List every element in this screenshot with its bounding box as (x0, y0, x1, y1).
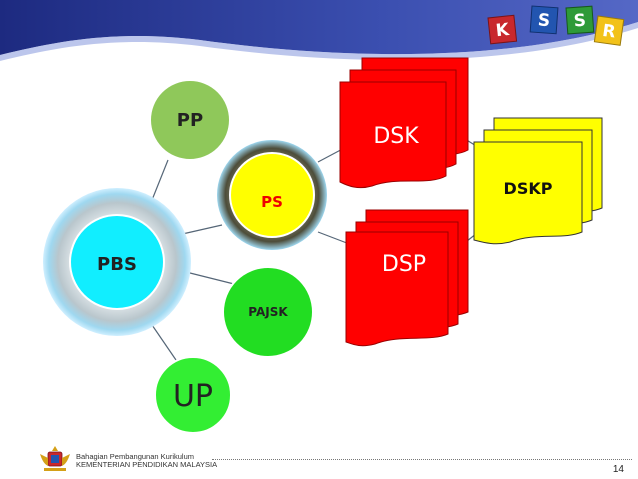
dsp-label: DSP (382, 252, 426, 277)
footer-org-line2: KEMENTERIAN PENDIDIKAN MALAYSIA (76, 460, 218, 469)
dsk-document-stack: DSK (339, 57, 469, 189)
pajsk-node: PAJSK (222, 266, 314, 358)
pp-node: PP (149, 79, 231, 161)
header-banner-highlight (0, 22, 638, 61)
dskp-document-stack: DSKP (473, 117, 603, 245)
dsp-page-front (345, 231, 449, 347)
up-node: UP (154, 356, 232, 434)
pbs-hub-node: PBS (43, 188, 191, 336)
page-number: 14 (612, 464, 624, 475)
cube-letter-s2: S (573, 11, 587, 32)
malaysia-crest-icon (40, 446, 70, 471)
header-banner (0, 0, 638, 55)
pbs-label: PBS (97, 254, 137, 275)
kssr-cubes-icon: K S S R (487, 5, 625, 46)
dsk-label: DSK (373, 124, 419, 149)
ps-node: PS (217, 140, 327, 250)
pp-circle (149, 79, 231, 161)
footer: Bahagian Pembangunan Kurikulum KEMENTERI… (0, 440, 638, 479)
ps-circle (229, 152, 315, 238)
connector-pbs-up (149, 321, 177, 361)
footer-org-line1: Bahagian Pembangunan Kurikulum (76, 452, 194, 461)
ps-label: PS (261, 193, 283, 211)
cube-letter-s1: S (537, 10, 551, 31)
pp-label: PP (177, 110, 203, 131)
dsp-document-stack: DSP (345, 209, 469, 347)
pbs-circle (69, 214, 165, 310)
up-circle (154, 356, 232, 434)
footer-divider (212, 459, 632, 460)
pajsk-label: PAJSK (248, 305, 288, 319)
dskp-label: DSKP (504, 179, 553, 198)
dsk-page-front (339, 81, 447, 189)
cube-letter-k: K (495, 20, 511, 41)
up-label: UP (173, 379, 213, 414)
dskp-page-front (473, 141, 583, 245)
cube-letter-r: R (601, 21, 617, 43)
connector-pbs-ps (177, 224, 223, 236)
pajsk-circle (222, 266, 314, 358)
